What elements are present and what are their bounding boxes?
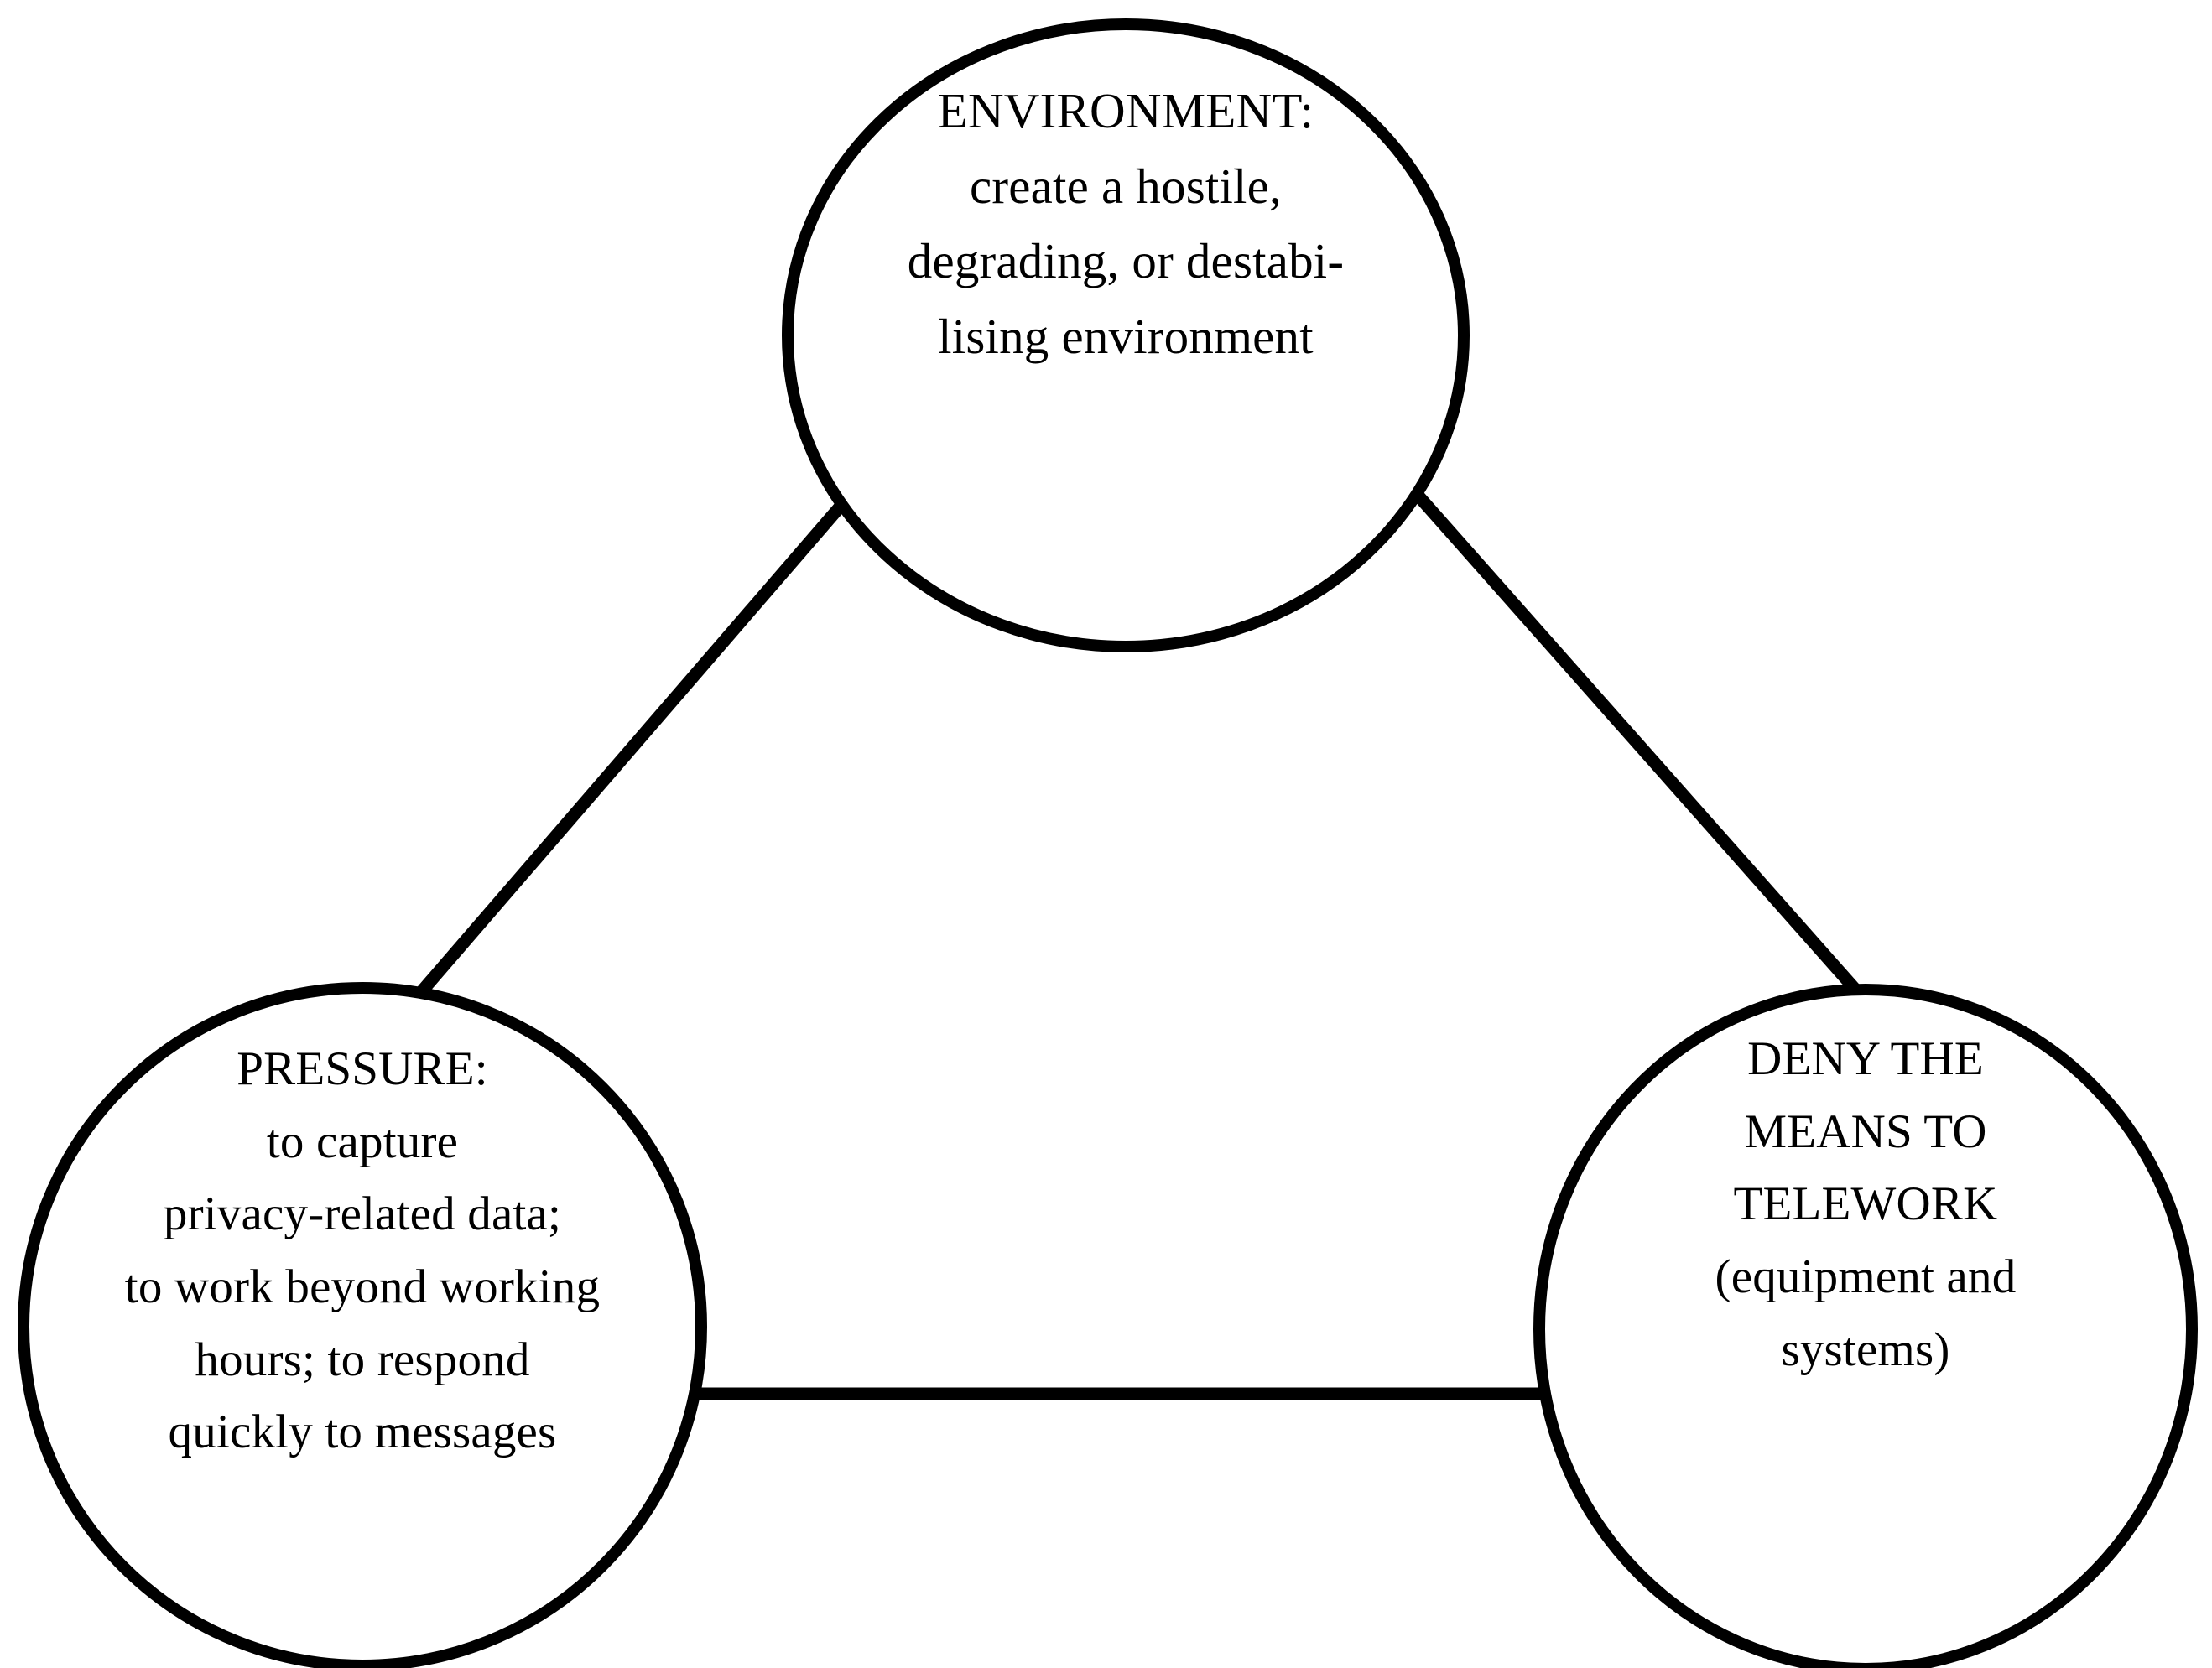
- connector-environment-deny: [1411, 489, 1861, 994]
- deny-means-circle[interactable]: [1533, 984, 2198, 1668]
- connector-environment-pressure: [416, 499, 848, 996]
- pressure-circle[interactable]: [18, 982, 707, 1668]
- environment-circle[interactable]: [782, 18, 1470, 652]
